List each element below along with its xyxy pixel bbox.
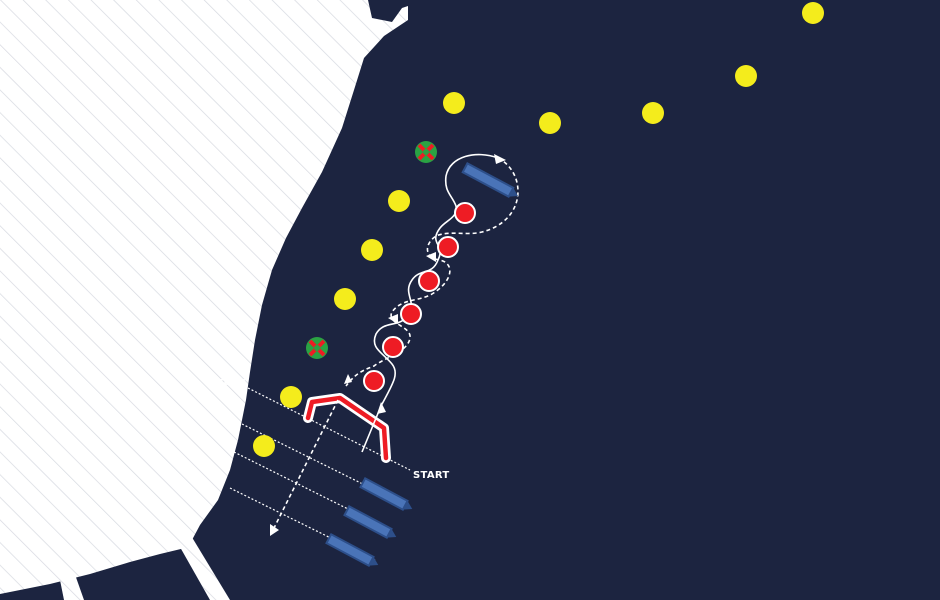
pier-left xyxy=(58,566,84,600)
arrow-down-icon xyxy=(344,374,352,384)
marker-buoy xyxy=(306,337,328,359)
start-line-4 xyxy=(229,487,376,561)
boat xyxy=(461,162,519,198)
pier-right xyxy=(176,534,230,600)
start-label-right: START xyxy=(413,470,450,481)
boat xyxy=(325,532,379,568)
arrow-down-icon xyxy=(270,524,279,536)
shore-land xyxy=(0,0,408,594)
slalom-path-dashed xyxy=(271,157,519,533)
yellow-buoy xyxy=(539,112,561,134)
start-jetty-inner xyxy=(305,395,389,461)
yellow-buoy xyxy=(443,92,465,114)
path-arrowheads xyxy=(270,154,506,536)
red-buoy xyxy=(363,370,385,392)
boats xyxy=(325,162,519,568)
yellow-buoy xyxy=(642,102,664,124)
red-buoy xyxy=(400,303,422,325)
marker-buoy xyxy=(415,141,437,163)
yellow-buoy xyxy=(253,435,275,457)
arrow-left-icon xyxy=(426,252,436,262)
red-buoy xyxy=(418,270,440,292)
yellow-buoy xyxy=(802,2,824,24)
yellow-buoy xyxy=(361,239,383,261)
arrow-left-icon xyxy=(388,314,398,324)
red-buoy xyxy=(437,236,459,258)
boat xyxy=(359,476,413,512)
start-label-left: START xyxy=(209,378,246,389)
red-buoy xyxy=(382,336,404,358)
yellow-buoy xyxy=(388,190,410,212)
red-buoy xyxy=(454,202,476,224)
yellow-buoy xyxy=(334,288,356,310)
yellow-buoy xyxy=(735,65,757,87)
yellow-buoy xyxy=(280,386,302,408)
boat xyxy=(343,504,397,540)
yellow-buoys xyxy=(253,2,824,457)
arrow-right-icon xyxy=(494,154,506,164)
arrow-up-icon xyxy=(377,402,386,414)
red-buoys xyxy=(363,202,476,392)
